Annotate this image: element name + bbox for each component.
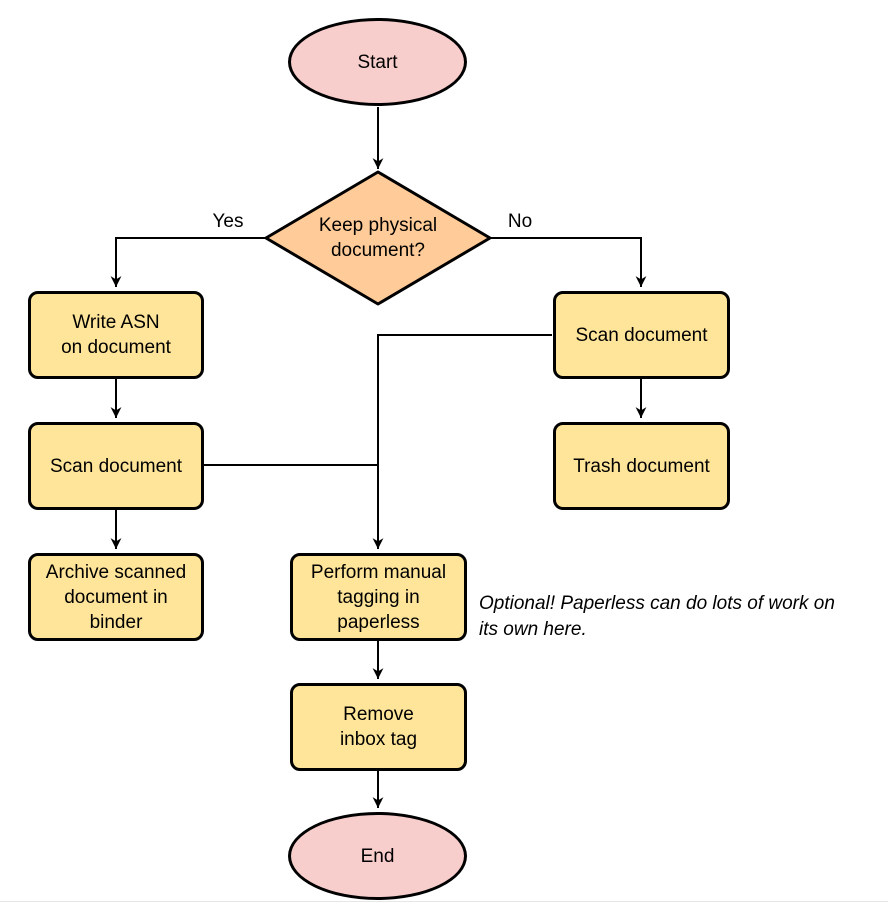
node-scan-document-left-label: Scan document — [49, 455, 183, 477]
edge-label-yes: Yes — [212, 211, 244, 232]
node-trash-document-label: Trash document — [573, 455, 710, 477]
node-end-label: End — [360, 845, 395, 867]
node-end: End — [288, 812, 467, 900]
edge-decision-yes-to-write-asn — [110, 237, 266, 287]
node-manual-tagging-label: Perform manual tagging in paperless — [310, 561, 447, 633]
node-archive-in-binder-label: Archive scanned document in binder — [45, 561, 187, 633]
node-trash-document: Trash document — [553, 422, 730, 510]
decision-diamond-shape — [264, 170, 492, 306]
node-start: Start — [288, 18, 467, 106]
node-decision-label: Keep physical document? — [318, 215, 438, 261]
node-remove-inbox-tag: Remove inbox tag — [290, 683, 467, 771]
edge-label-no: No — [507, 211, 533, 232]
edge-scan-right-to-tagging — [372, 334, 552, 549]
node-scan-document-right-label: Scan document — [575, 324, 708, 346]
node-manual-tagging: Perform manual tagging in paperless — [290, 553, 467, 641]
node-write-asn: Write ASN on document — [28, 291, 204, 379]
annotation-note: Optional! Paperless can do lots of work … — [479, 593, 835, 640]
node-scan-document-right: Scan document — [553, 291, 730, 379]
node-start-label: Start — [357, 51, 398, 73]
footer-divider — [0, 901, 888, 902]
node-scan-document-left: Scan document — [28, 422, 204, 510]
edge-decision-no-to-scan-right — [490, 237, 647, 287]
node-write-asn-label: Write ASN on document — [61, 312, 171, 358]
node-archive-in-binder: Archive scanned document in binder — [28, 553, 204, 641]
node-remove-inbox-tag-label: Remove inbox tag — [339, 704, 418, 750]
